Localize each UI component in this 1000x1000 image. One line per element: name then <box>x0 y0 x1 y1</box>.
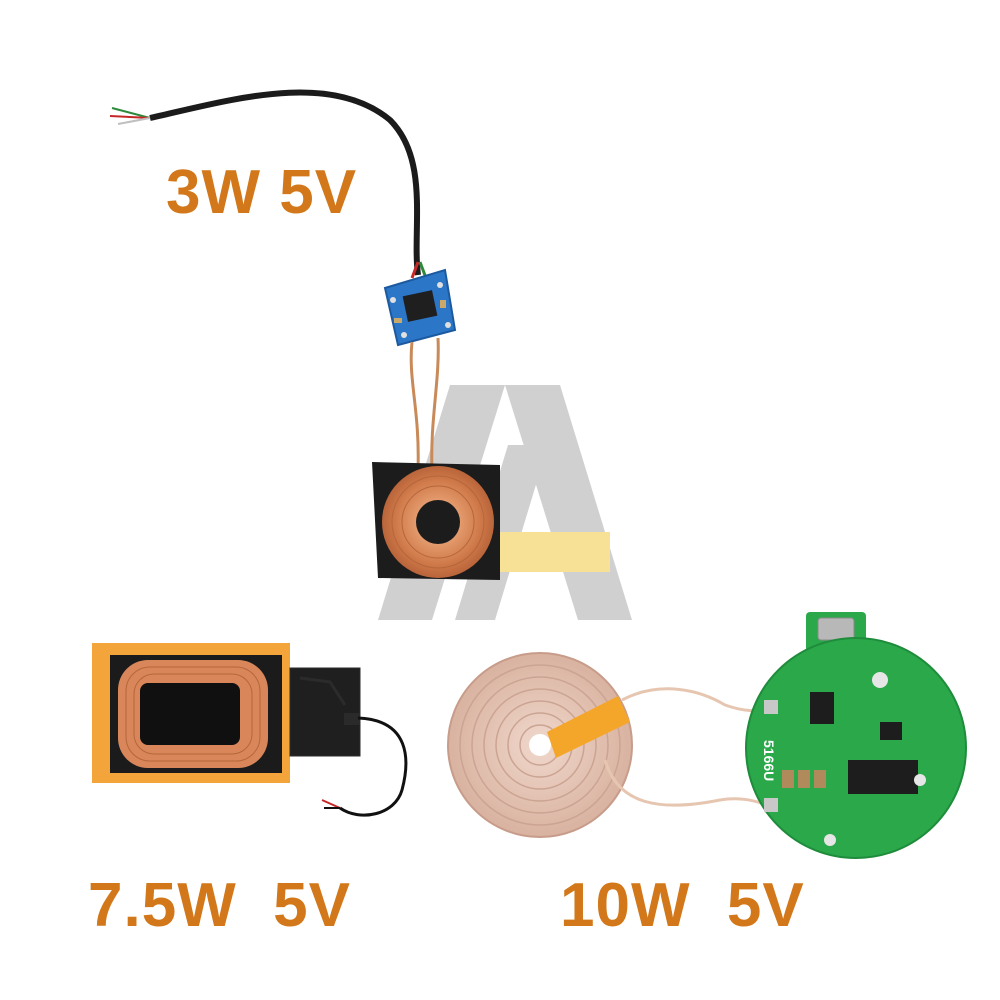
label-3w-5v: 3W 5V <box>166 158 358 227</box>
label-7-5w-5v: 7.5W 5V <box>88 871 351 940</box>
coil-leads-top <box>409 337 440 471</box>
green-pcb-10w: 5166U <box>745 612 967 859</box>
blue-receiver-pcb <box>383 268 457 347</box>
label-10w-5v: 10W 5V <box>560 871 805 940</box>
coil-3w <box>372 462 500 580</box>
pcb-marking: 5166U <box>761 740 777 781</box>
coil-10w <box>447 652 633 838</box>
controller-box-7-5w <box>289 667 361 757</box>
coil-7-5w <box>92 643 290 783</box>
cable-7-5w <box>321 716 408 817</box>
